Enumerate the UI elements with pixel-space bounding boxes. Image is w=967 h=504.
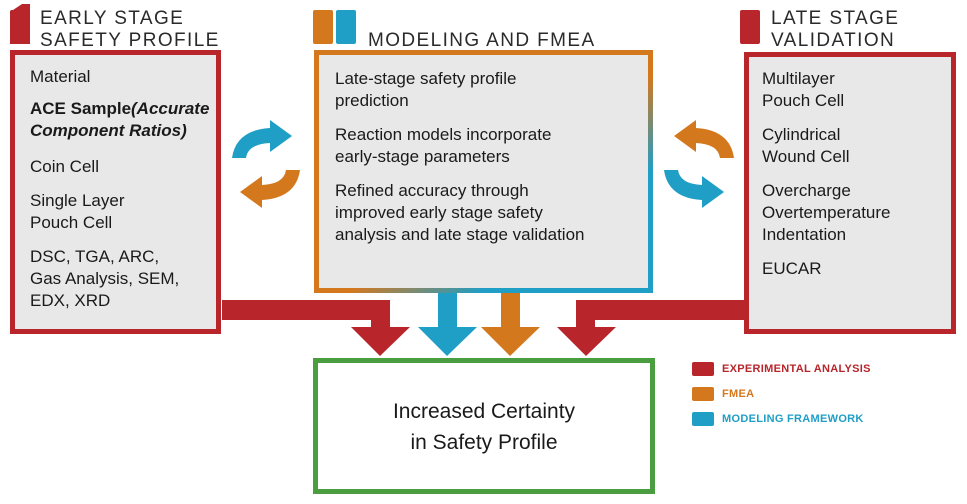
list-item: Reaction models incorporate early-stage … [335, 125, 552, 166]
early-stage-box [10, 50, 221, 334]
right-cycle-icon [664, 120, 734, 208]
legend-swatch-modeling [692, 412, 714, 426]
left-cycle-icon [232, 120, 300, 208]
arrow-late-to-outcome [557, 300, 745, 356]
list-item: Single Layer Pouch Cell [30, 191, 125, 232]
legend-swatch-fmea [692, 387, 714, 401]
arrow-early-to-outcome [222, 300, 410, 356]
list-item: DSC, TGA, ARC, Gas Analysis, SEM, EDX, X… [30, 247, 180, 310]
arrow-fmea-down [481, 292, 540, 356]
list-item: Cylindrical Wound Cell [762, 125, 850, 166]
late-stage-box [744, 52, 956, 334]
list-item: Multilayer Pouch Cell [762, 69, 845, 110]
list-item: Late-stage safety profile prediction [335, 69, 517, 110]
late-stage-title: LATE STAGE VALIDATION [771, 8, 900, 51]
list-item: Overcharge Overtemperature Indentation [762, 181, 891, 244]
list-item: Coin Cell [30, 157, 99, 176]
list-item: EUCAR [762, 259, 822, 278]
arrow-modeling-down [418, 292, 477, 356]
modeling-title: MODELING AND FMEA [368, 30, 596, 51]
outcome-text: Increased Certainty in Safety Profile [392, 400, 576, 454]
list-item: Material [30, 67, 91, 86]
list-item: Refined accuracy through improved early … [335, 181, 585, 244]
list-item: ACE Sample [30, 99, 132, 118]
legend-label-experimental: EXPERIMENTAL ANALYSIS [722, 363, 871, 375]
legend-swatch-experimental [692, 362, 714, 376]
legend-label-fmea: FMEA [722, 388, 755, 400]
early-stage-title: EARLY STAGE SAFETY PROFILE [40, 8, 220, 51]
legend-label-modeling: MODELING FRAMEWORK [722, 413, 864, 425]
outcome-box [313, 358, 655, 494]
